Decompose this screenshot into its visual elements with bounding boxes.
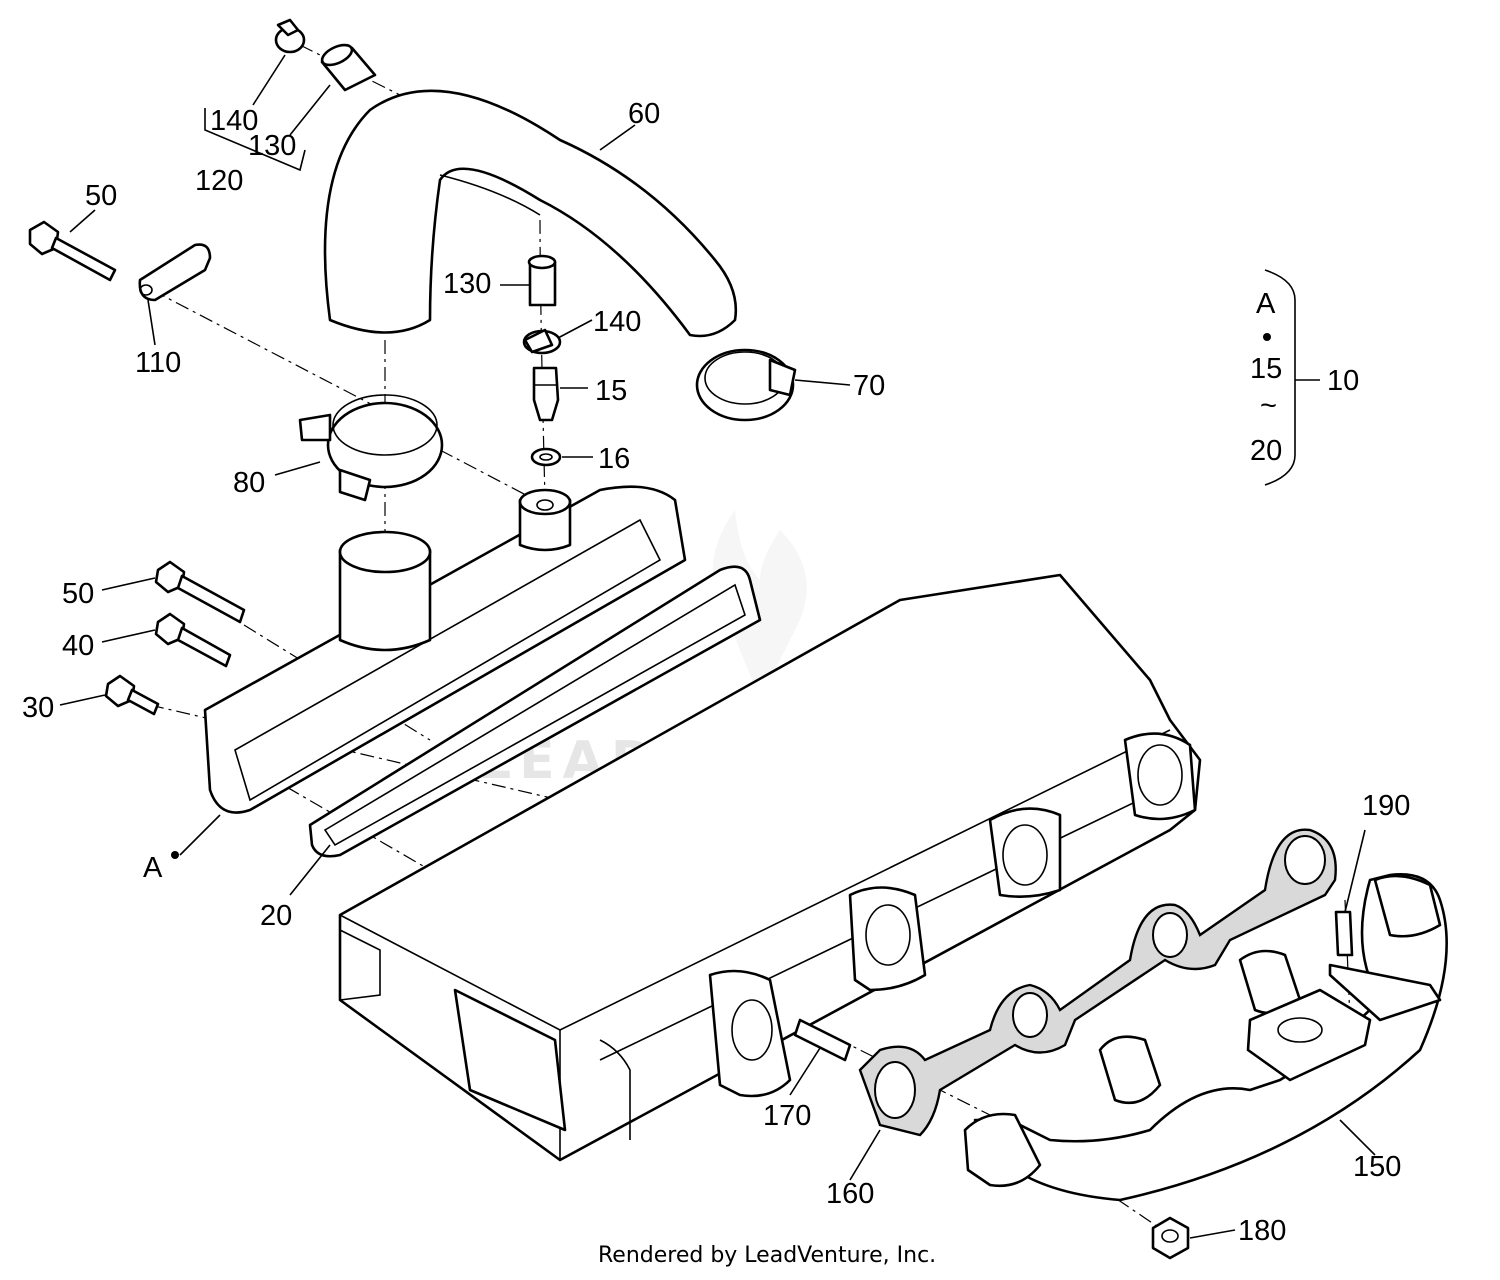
callout-40: 40 (62, 630, 94, 662)
legend-kit-number: 10 (1327, 365, 1359, 397)
kit-120-bracket (204, 108, 306, 172)
callout-120: 120 (195, 165, 243, 197)
callout-140-mid: 140 (593, 306, 641, 338)
callout-140-top: 140 (210, 105, 258, 137)
sensor-stud (1334, 910, 1354, 957)
manifold-nut (1151, 1216, 1190, 1260)
footer-credit: Rendered by LeadVenture, Inc. (598, 1243, 936, 1268)
coolant-hose (323, 89, 738, 338)
hose-clamp-large (695, 348, 797, 422)
manifold-stud (793, 1018, 852, 1062)
bolt-short (104, 674, 160, 716)
legend-tilde: ~ (1260, 390, 1277, 422)
ref-dot-a (171, 851, 179, 859)
legend-a: A (1256, 288, 1276, 320)
callout-a-left: A (143, 852, 163, 884)
kit-10-bracket (1264, 269, 1296, 486)
callout-70: 70 (853, 370, 885, 402)
kit-legend: A 15 ~ 20 10 (1250, 288, 1359, 467)
bracket (138, 243, 212, 302)
callout-leaders (59, 54, 1376, 1239)
callout-130-top: 130 (248, 130, 296, 162)
callout-110: 110 (135, 347, 181, 379)
small-hose-clamp-mid (522, 328, 562, 355)
legend-from: 15 (1250, 353, 1282, 385)
callout-30: 30 (22, 692, 54, 724)
callout-80: 80 (233, 467, 265, 499)
bolt-top (28, 220, 117, 282)
callout-20: 20 (260, 900, 292, 932)
exhaust-manifold-gasket (858, 828, 1337, 1137)
callout-170: 170 (763, 1100, 811, 1132)
callout-50-top: 50 (85, 180, 117, 212)
exhaust-manifold (963, 873, 1448, 1202)
small-hose-clamp-top (274, 18, 306, 54)
callout-60: 60 (628, 98, 660, 130)
callout-labels: 140 130 120 60 50 110 130 140 15 16 70 8… (22, 98, 1410, 1247)
bolt-mid (154, 560, 246, 624)
hose-sleeve-top (320, 43, 377, 92)
callout-160: 160 (826, 1178, 874, 1210)
hose-sleeve-mid (527, 254, 557, 307)
callout-50-mid: 50 (62, 578, 94, 610)
callout-190: 190 (1362, 790, 1410, 822)
bolt-lower (154, 612, 232, 668)
temperature-sensor (532, 366, 560, 422)
callout-16: 16 (598, 443, 630, 475)
callout-130-mid: 130 (443, 268, 491, 300)
cylinder-head (338, 573, 1202, 1162)
callout-15: 15 (595, 375, 627, 407)
hose-clamp-lower (298, 394, 444, 502)
callout-150: 150 (1353, 1151, 1401, 1183)
callout-180: 180 (1238, 1215, 1286, 1247)
sealing-washer (530, 447, 562, 467)
legend-to: 20 (1250, 435, 1282, 467)
intake-manifold-gasket (308, 565, 762, 858)
legend-dot-a (1263, 333, 1271, 341)
intake-manifold (203, 485, 687, 814)
watermark-logo (712, 510, 807, 700)
